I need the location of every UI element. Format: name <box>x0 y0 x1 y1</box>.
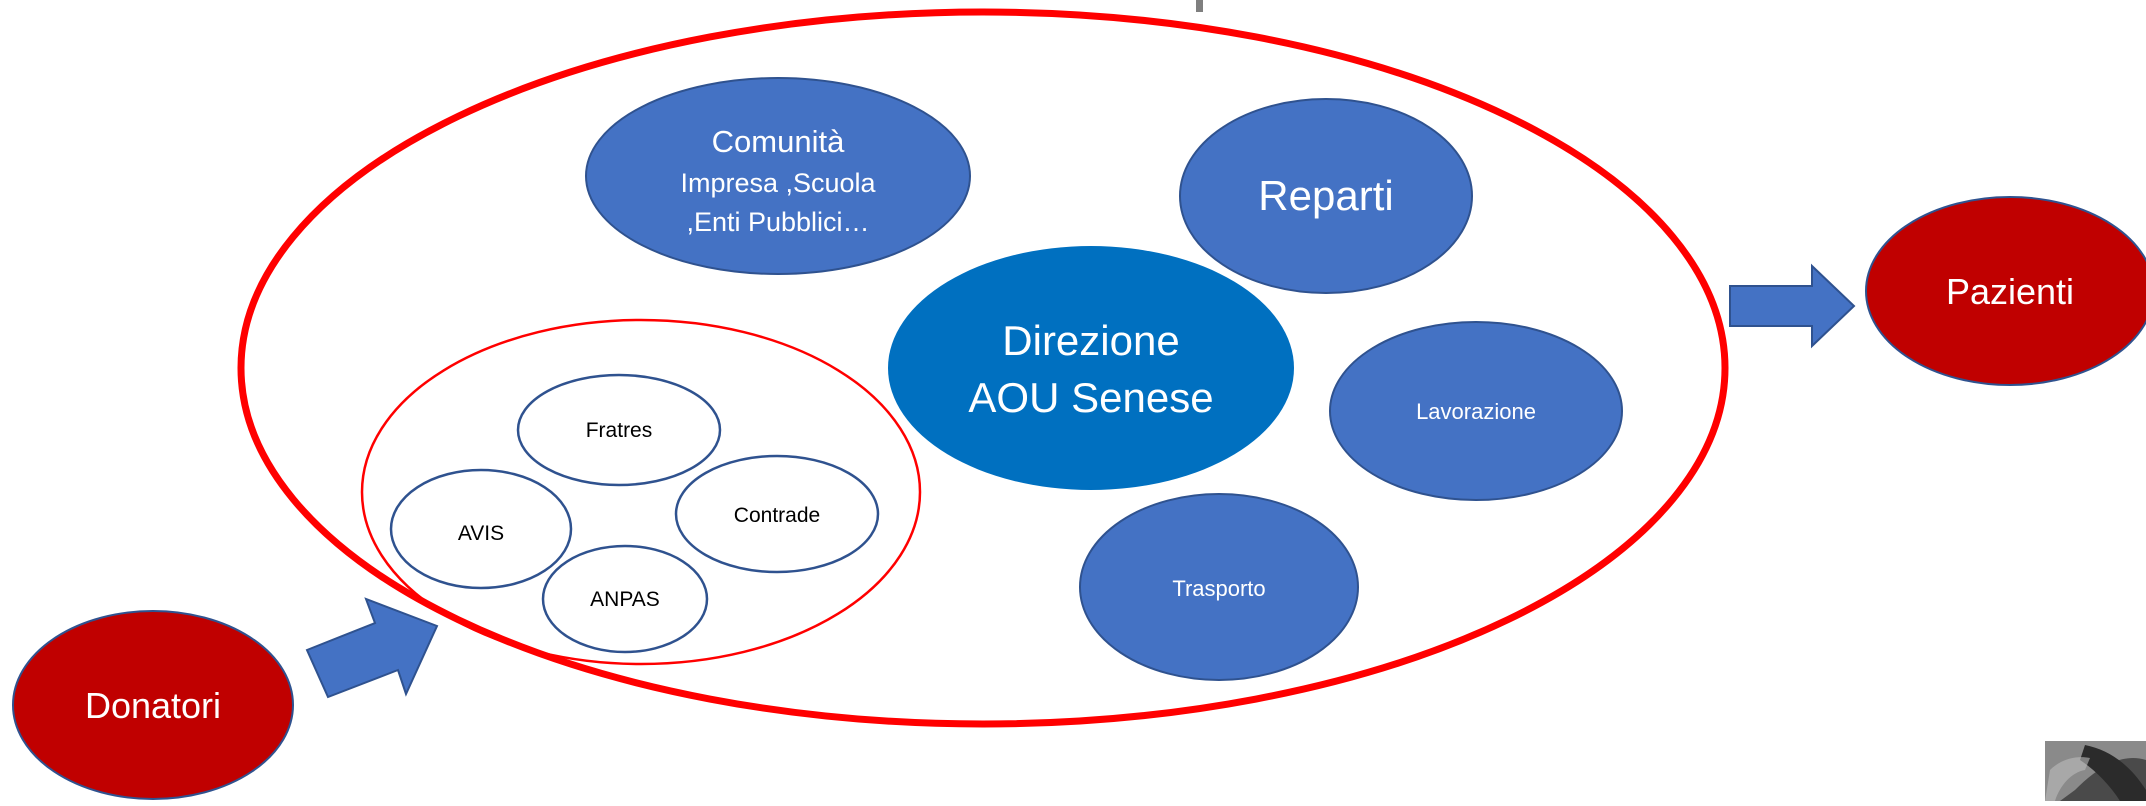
trasporto-label: Trasporto <box>1172 576 1265 601</box>
arrow-to-pazienti <box>1729 263 1856 349</box>
node-lavorazione: Lavorazione <box>1329 321 1623 501</box>
comunita-sub2: ,Enti Pubblici… <box>686 207 869 237</box>
node-comunita: Comunità Impresa ,Scuola ,Enti Pubblici… <box>585 77 971 275</box>
reparti-label: Reparti <box>1258 172 1393 219</box>
outer-boundary-ellipse <box>237 8 1729 728</box>
pazienti-label: Pazienti <box>1946 271 2074 312</box>
donatori-label: Donatori <box>85 685 221 726</box>
node-contrade: Contrade <box>674 454 880 574</box>
node-avis: AVIS <box>389 468 573 590</box>
arrow-donatori-in <box>305 597 439 699</box>
comunita-label: Comunità <box>712 124 845 159</box>
node-reparti: Reparti <box>1179 98 1473 294</box>
direzione-line2: AOU Senese <box>968 374 1213 421</box>
avis-label: AVIS <box>458 522 504 545</box>
node-pazienti: Pazienti <box>1865 196 2146 386</box>
contrade-label: Contrade <box>734 504 820 527</box>
corner-image-fragment <box>2045 741 2146 801</box>
node-donatori: Donatori <box>12 610 294 800</box>
title-fragment <box>1196 0 1203 12</box>
node-anpas: ANPAS <box>541 544 709 654</box>
anpas-label: ANPAS <box>590 588 660 611</box>
node-trasporto: Trasporto <box>1079 493 1359 681</box>
lavorazione-label: Lavorazione <box>1416 399 1536 424</box>
comunita-sub1: Impresa ,Scuola <box>680 168 876 198</box>
direzione-line1: Direzione <box>1002 317 1179 364</box>
node-fratres: Fratres <box>516 373 722 487</box>
associations-boundary-ellipse <box>360 318 922 666</box>
node-direzione: Direzione AOU Senese <box>888 246 1294 490</box>
fratres-label: Fratres <box>586 419 653 442</box>
